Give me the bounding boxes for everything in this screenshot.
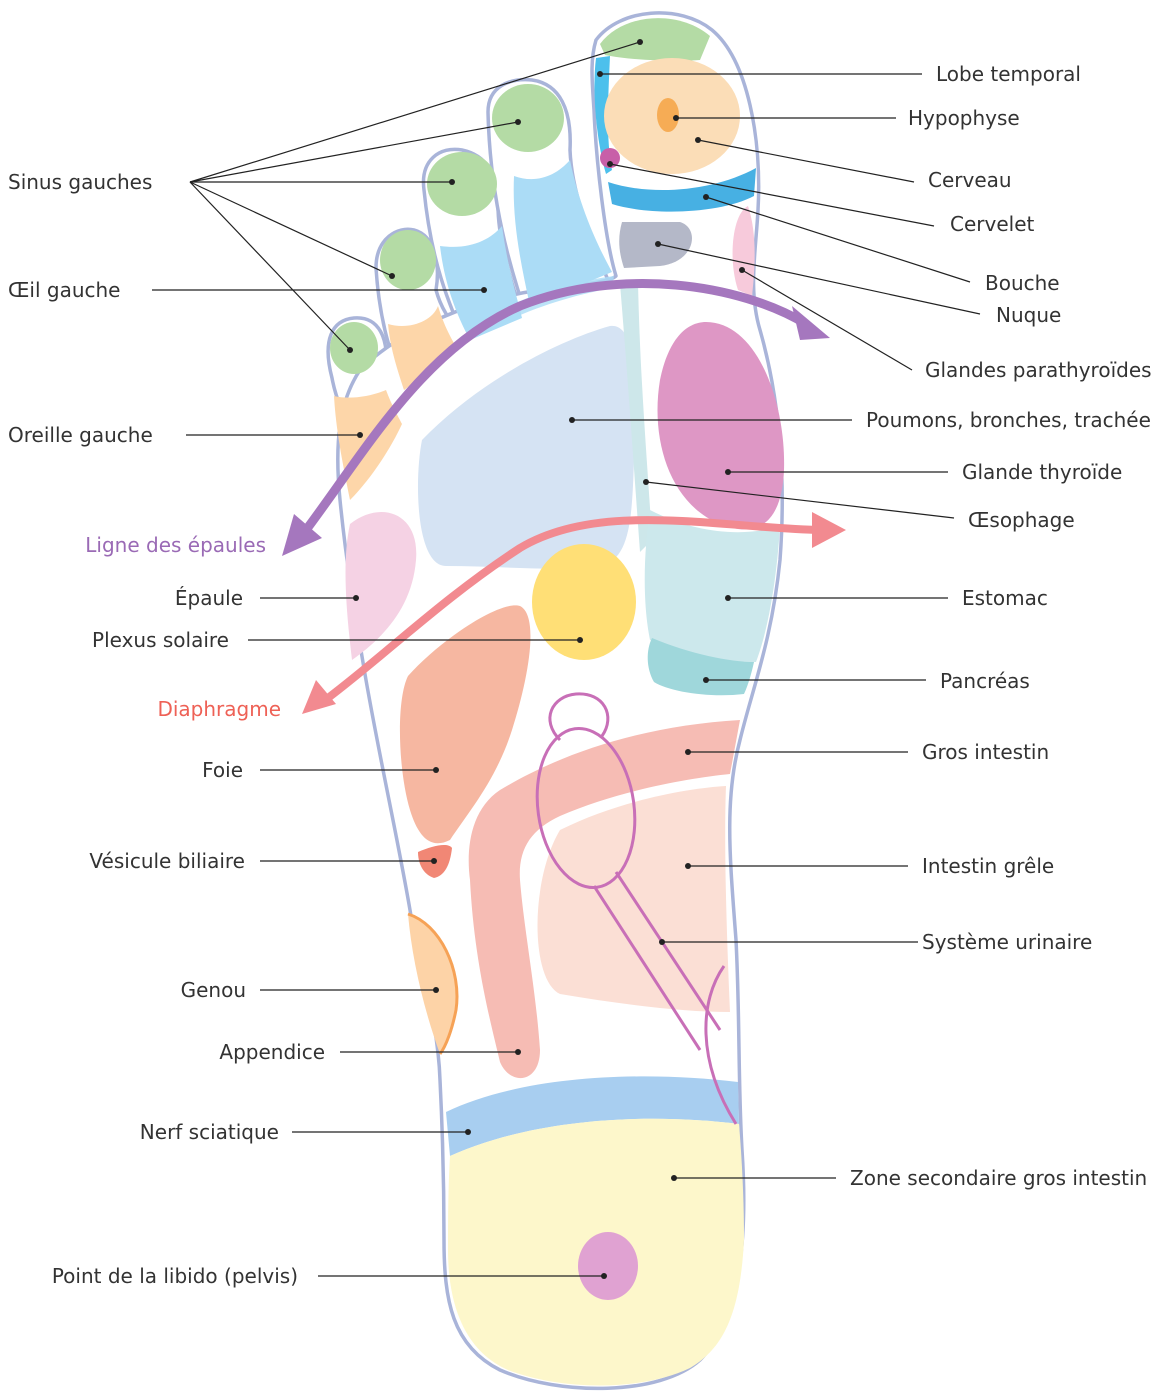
label-oeil: Œil gauche <box>8 278 120 302</box>
label-ligne-epaules: Ligne des épaules <box>85 533 266 557</box>
label-thyroide: Glande thyroïde <box>962 460 1122 484</box>
label-parathyroides: Glandes parathyroïdes <box>925 358 1152 382</box>
toe2-sinus-zone <box>492 84 564 152</box>
label-intestin-grele: Intestin grêle <box>922 854 1054 878</box>
label-nerf: Nerf sciatique <box>140 1120 279 1144</box>
label-foie: Foie <box>202 758 243 782</box>
toe5-sinus-zone <box>330 322 378 374</box>
label-urinaire: Système urinaire <box>922 930 1092 954</box>
toe3-sinus-zone <box>427 152 497 216</box>
labels-left: Sinus gauches Œil gauche Oreille gauche … <box>8 170 325 1288</box>
label-genou: Genou <box>181 978 246 1002</box>
label-poumons: Poumons, bronches, trachée <box>866 408 1151 432</box>
label-nuque: Nuque <box>996 303 1061 327</box>
solar-plexus-zone <box>532 544 636 660</box>
label-epaule: Épaule <box>175 586 243 610</box>
label-bouche: Bouche <box>985 271 1060 295</box>
label-estomac: Estomac <box>962 586 1048 610</box>
label-gros-intestin: Gros intestin <box>922 740 1049 764</box>
label-cervelet: Cervelet <box>950 212 1034 236</box>
label-zone-secondaire: Zone secondaire gros intestin <box>850 1166 1147 1190</box>
pituitary-zone <box>657 98 679 132</box>
stomach-zone <box>645 510 780 662</box>
label-cerveau: Cerveau <box>928 168 1012 192</box>
toe4-sinus-zone <box>380 230 436 290</box>
label-oreille: Oreille gauche <box>8 423 153 447</box>
libido-point-zone <box>578 1232 638 1300</box>
label-sinus: Sinus gauches <box>8 170 152 194</box>
label-appendice: Appendice <box>219 1040 325 1064</box>
labels-right: Lobe temporal Hypophyse Cerveau Cervelet… <box>850 62 1152 1190</box>
label-hypophyse: Hypophyse <box>908 106 1020 130</box>
label-diaphragme: Diaphragme <box>157 697 281 721</box>
label-libido: Point de la libido (pelvis) <box>52 1264 298 1288</box>
label-plexus: Plexus solaire <box>92 628 229 652</box>
label-pancreas: Pancréas <box>940 669 1030 693</box>
label-oesophage: Œsophage <box>968 508 1075 532</box>
label-lobe-temporal: Lobe temporal <box>936 62 1081 86</box>
label-vesicule: Vésicule biliaire <box>89 849 245 873</box>
